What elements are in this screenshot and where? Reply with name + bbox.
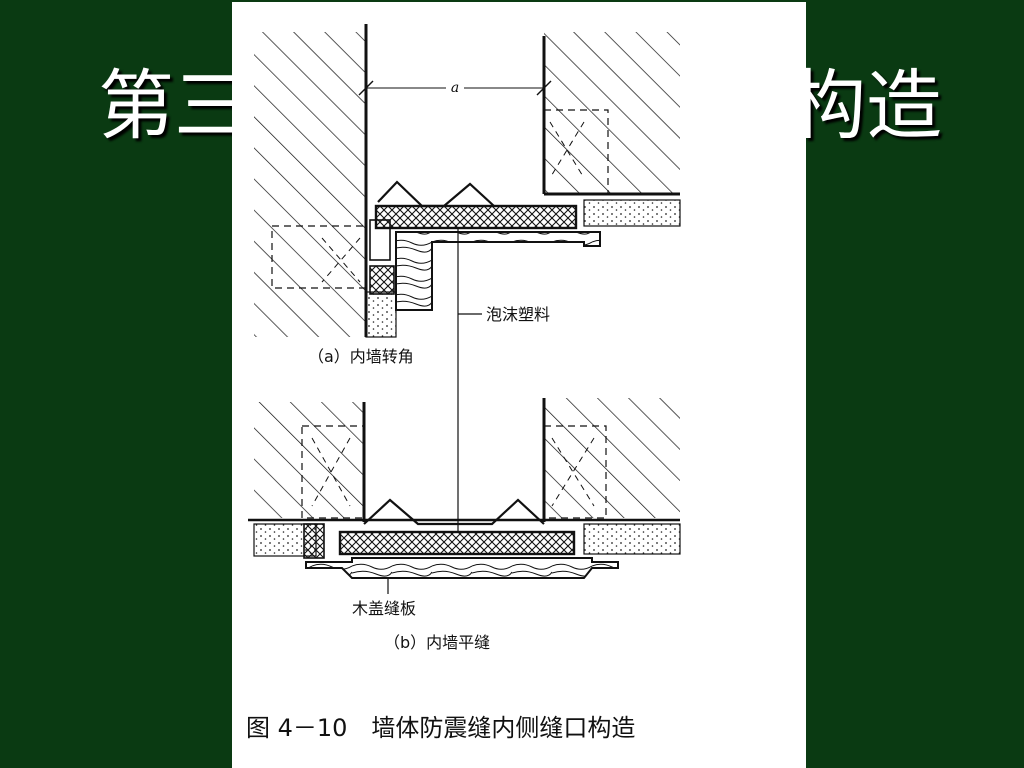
zigzag-b [363, 498, 545, 526]
slide-title-left: 第三 [98, 61, 250, 150]
dashed-anchor-left [271, 225, 367, 289]
caption-b: （b）内墙平缝 [384, 633, 490, 652]
slide-title: 第三 构造 [0, 58, 1024, 158]
plaster-layer-left [365, 291, 397, 338]
figure-panel: a 泡沫塑料 （a）内墙转角 [232, 2, 806, 768]
dimension-tick-right [536, 80, 552, 96]
wood-cover-b [305, 557, 619, 579]
wood-block-b [303, 523, 325, 559]
right-wall-hatch [544, 32, 680, 194]
detail-b-inner-wall-joint: 木盖缝板 （b）内墙平缝 [248, 398, 681, 652]
right-wall-hatch-b [544, 398, 680, 518]
zigzag-top [377, 180, 495, 208]
construction-drawing: a 泡沫塑料 （a）内墙转角 [246, 24, 681, 742]
dimension-tick-left [358, 80, 374, 96]
plaster-right-b [583, 523, 681, 555]
left-wall-hatch [254, 32, 366, 337]
caption-a: （a）内墙转角 [308, 347, 414, 366]
callout-foam: 泡沫塑料 [486, 305, 550, 324]
wood-cover-a [395, 231, 601, 311]
detail-a-inner-wall-corner: a 泡沫塑料 （a）内墙转角 [254, 24, 681, 532]
plaster-layer-right [583, 199, 681, 227]
dimension-label: a [451, 80, 459, 96]
wood-block-a [369, 265, 395, 295]
figure-caption: 图 4－10 墙体防震缝内侧缝口构造 [246, 714, 635, 742]
callout-wood: 木盖缝板 [352, 599, 416, 618]
foam-strip-b [338, 530, 576, 556]
slide-title-right: 构造 [790, 61, 942, 150]
foam-strip-a [374, 204, 578, 230]
dashed-anchor-right [543, 109, 609, 195]
